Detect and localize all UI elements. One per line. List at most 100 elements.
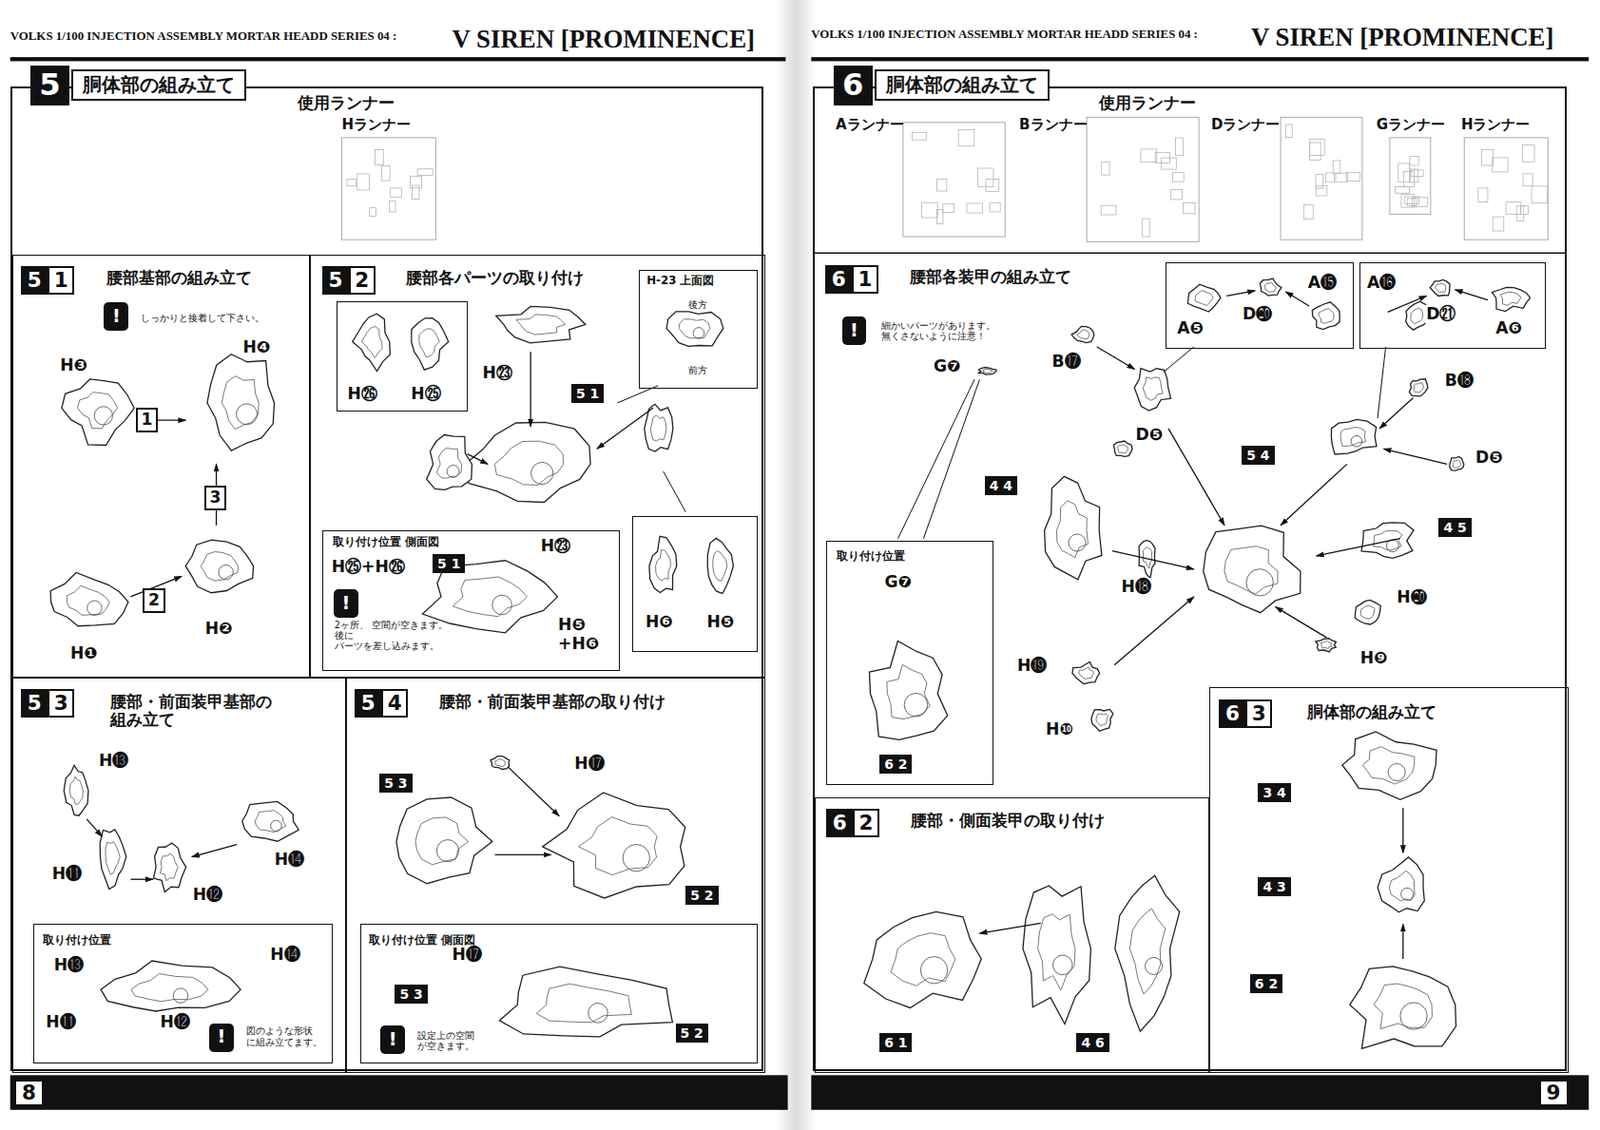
part-outline (1315, 638, 1337, 653)
runner-part (1326, 173, 1335, 183)
runner-part (1520, 206, 1528, 215)
step-panel: 52腰部各パーツの取り付けH㉖H㉕H-23 上面図後方前方取り付け位置 側面図2… (309, 254, 766, 677)
runner-part (369, 208, 377, 217)
runner-part (1161, 157, 1177, 170)
label-part: H❾ (1359, 649, 1389, 669)
part-detail (1052, 955, 1073, 976)
runner-part (1522, 173, 1533, 187)
node-sechead: 胴体部の組み立て (71, 69, 247, 101)
runner-part (1309, 142, 1321, 160)
assembly-arrow (1097, 346, 1136, 370)
label-num: 1 (135, 407, 159, 433)
assembly-arrow (467, 454, 488, 465)
part-outline (465, 422, 591, 502)
part-outline (185, 539, 253, 594)
model-part (1259, 278, 1282, 296)
label-part: H⓫ (44, 1013, 77, 1033)
part-detail (1410, 308, 1424, 324)
assembly-arrow (1280, 463, 1348, 525)
assembly-arrow (508, 767, 560, 817)
part-outline (707, 538, 733, 594)
model-part (242, 801, 299, 842)
part-outline (1429, 279, 1450, 296)
model-part (978, 367, 997, 376)
runner-part (1531, 186, 1548, 204)
part-detail (131, 974, 209, 1003)
node-secnum: 6 (833, 65, 873, 107)
model-part (1072, 662, 1100, 685)
node-stephead: 腰部基部の組み立て (106, 269, 252, 289)
node-runner2: Gランナー (1376, 116, 1446, 134)
runner-part (1100, 205, 1117, 215)
part-detail (200, 552, 238, 582)
runner-frame (342, 137, 437, 240)
part-detail (622, 845, 650, 872)
model-part (1203, 525, 1301, 613)
assembly-arrow (1455, 289, 1488, 301)
model-part (1330, 419, 1377, 455)
assembly-arrow (979, 923, 1041, 934)
label-page: 8 (14, 1079, 44, 1108)
label-bang: ! (333, 589, 359, 618)
label-ref: 4 4 (984, 476, 1018, 496)
runner-part (417, 169, 433, 176)
label-part: H❸ (58, 356, 89, 376)
assembly-arrow (529, 351, 531, 426)
label-hdrs: VOLKS 1/100 INJECTION ASSEMBLY MORTAR HE… (10, 29, 398, 44)
label-bang: ! (842, 316, 868, 346)
node-runner2: Dランナー (1211, 116, 1280, 134)
part-detail (1372, 530, 1402, 551)
node-runner2: Hランナー (1461, 116, 1531, 134)
assembly-arrow (1168, 428, 1225, 526)
assembly-arrow (1383, 448, 1447, 464)
node-stepnum2: 4 (381, 689, 408, 718)
part-detail (531, 462, 554, 484)
runner-part (922, 202, 939, 218)
part-outline (1187, 284, 1221, 312)
part-outline (868, 640, 947, 740)
part-detail (588, 1003, 609, 1024)
label-part: H㉓ (481, 364, 514, 384)
node-part: H㉖ (346, 385, 379, 405)
runner-part (1285, 124, 1292, 138)
label-part: H⓱ (450, 945, 482, 965)
node-note: 2ヶ所、 空間が空きます。後に パーツを差し込みます。 (334, 619, 449, 652)
part-detail (693, 327, 705, 340)
part-detail (1079, 667, 1095, 680)
part-detail (94, 406, 113, 425)
part-detail (1056, 501, 1088, 559)
runner-part (1522, 145, 1535, 163)
part-detail (1387, 764, 1406, 782)
runner-part (1172, 173, 1184, 182)
node-stephead: 腰部・前面装甲基部の 組み立て (110, 693, 315, 731)
runner-frame (1086, 116, 1199, 242)
part-outline (61, 379, 135, 445)
label-hdrs: VOLKS 1/100 INJECTION ASSEMBLY MORTAR HE… (810, 27, 1198, 42)
runner-sketch (903, 122, 1005, 237)
label-ref: 4 6 (1076, 1033, 1109, 1053)
node-part: H❻ (644, 613, 675, 633)
runner-part (1492, 216, 1504, 232)
node-stephead: 胴体部の組み立て (1307, 703, 1437, 723)
runner-part (1171, 190, 1183, 200)
runner-part (1101, 161, 1110, 175)
runner-part (943, 203, 955, 213)
node-sechead: 胴体部の組み立て (874, 69, 1050, 101)
part-outline (1071, 326, 1095, 343)
part-detail (578, 817, 657, 876)
part-detail (890, 933, 956, 987)
leader-line (663, 471, 687, 513)
part-detail (492, 595, 513, 616)
assembly-arrow (1387, 295, 1427, 312)
step-panel: 62腰部・側面装甲の取り付け (814, 797, 1209, 1074)
runner-part (1398, 163, 1410, 182)
runner-part (1315, 186, 1327, 196)
part-detail (1142, 377, 1163, 401)
part-outline (1203, 525, 1301, 613)
part-outline (99, 829, 127, 890)
node-note: 設定上の空間 が空きます。 (417, 1030, 491, 1052)
label-part: H❶ (69, 644, 99, 664)
model-part (63, 765, 89, 816)
part-outline (1449, 456, 1465, 471)
